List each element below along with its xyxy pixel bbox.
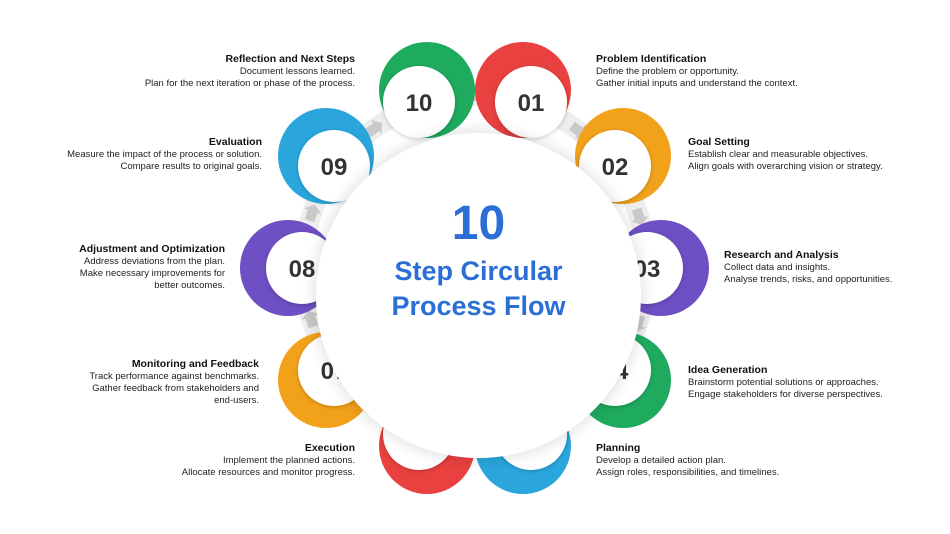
step-detail-line: Gather initial inputs and understand the… (596, 78, 798, 89)
step-title: Execution (304, 442, 355, 454)
step-node-01: 01 (475, 42, 571, 138)
step-detail-line: Address deviations from the plan. (84, 256, 225, 267)
step-number-01: 01 (518, 90, 545, 117)
step-title: Planning (596, 442, 641, 454)
step-number-08: 08 (289, 256, 316, 283)
step-detail-line: Align goals with overarching vision or s… (688, 161, 883, 172)
step-node-09: 09 (278, 108, 374, 204)
step-inner-circle-09 (298, 130, 370, 202)
step-inner-circle-01 (495, 66, 567, 138)
connector-arrow-8 (304, 204, 322, 223)
step-detail-line: Measure the impact of the process or sol… (67, 149, 262, 160)
step-detail-line: Establish clear and measurable objective… (688, 149, 869, 160)
step-number-02: 02 (602, 154, 629, 181)
step-detail-line: end-users. (214, 395, 259, 406)
center-circle: 10 Step Circular Process Flow (316, 133, 641, 458)
step-detail-line: Allocate resources and monitor progress. (181, 467, 355, 478)
step-title: Evaluation (208, 136, 262, 148)
step-title: Research and Analysis (724, 249, 839, 261)
step-detail-line: better outcomes. (154, 280, 225, 291)
step-node-10: 10 (379, 42, 475, 138)
step-node-08: 08 (240, 220, 338, 316)
step-detail-line: Develop a detailed action plan. (596, 455, 726, 466)
connector-arrow-9 (365, 119, 382, 138)
step-detail-line: Plan for the next iteration or phase of … (144, 78, 355, 89)
step-detail-line: Collect data and insights. (724, 262, 831, 273)
step-detail-line: Make necessary improvements for (79, 268, 225, 279)
step-inner-circle-10 (383, 66, 455, 138)
connector-arrow-2 (631, 207, 649, 226)
center-number: 10 (451, 197, 506, 250)
step-detail-line: Document lessons learned. (239, 66, 355, 77)
center-title-line2: Process Flow (391, 291, 566, 321)
step-detail-line: Track performance against benchmarks. (89, 371, 259, 382)
step-detail-line: Compare results to original goals. (120, 161, 262, 172)
step-title: Reflection and Next Steps (225, 53, 355, 65)
connector-arrow-7 (301, 310, 319, 329)
step-number-10: 10 (406, 90, 433, 117)
center-title-line1: Step Circular (394, 256, 563, 286)
step-detail-line: Engage stakeholders for diverse perspect… (688, 389, 883, 400)
step-number-09: 09 (321, 154, 348, 181)
step-title: Monitoring and Feedback (131, 358, 259, 370)
step-title: Idea Generation (688, 364, 768, 376)
step-title: Goal Setting (688, 136, 750, 148)
step-title: Problem Identification (596, 53, 707, 65)
step-detail-line: Analyse trends, risks, and opportunities… (724, 274, 893, 285)
step-detail-line: Implement the planned actions. (222, 455, 355, 466)
step-detail-line: Gather feedback from stakeholders and (92, 383, 259, 394)
step-detail-line: Assign roles, responsibilities, and time… (596, 467, 780, 478)
step-title: Adjustment and Optimization (79, 243, 225, 255)
step-detail-line: Brainstorm potential solutions or approa… (688, 377, 879, 388)
step-detail-line: Define the problem or opportunity. (596, 66, 739, 77)
